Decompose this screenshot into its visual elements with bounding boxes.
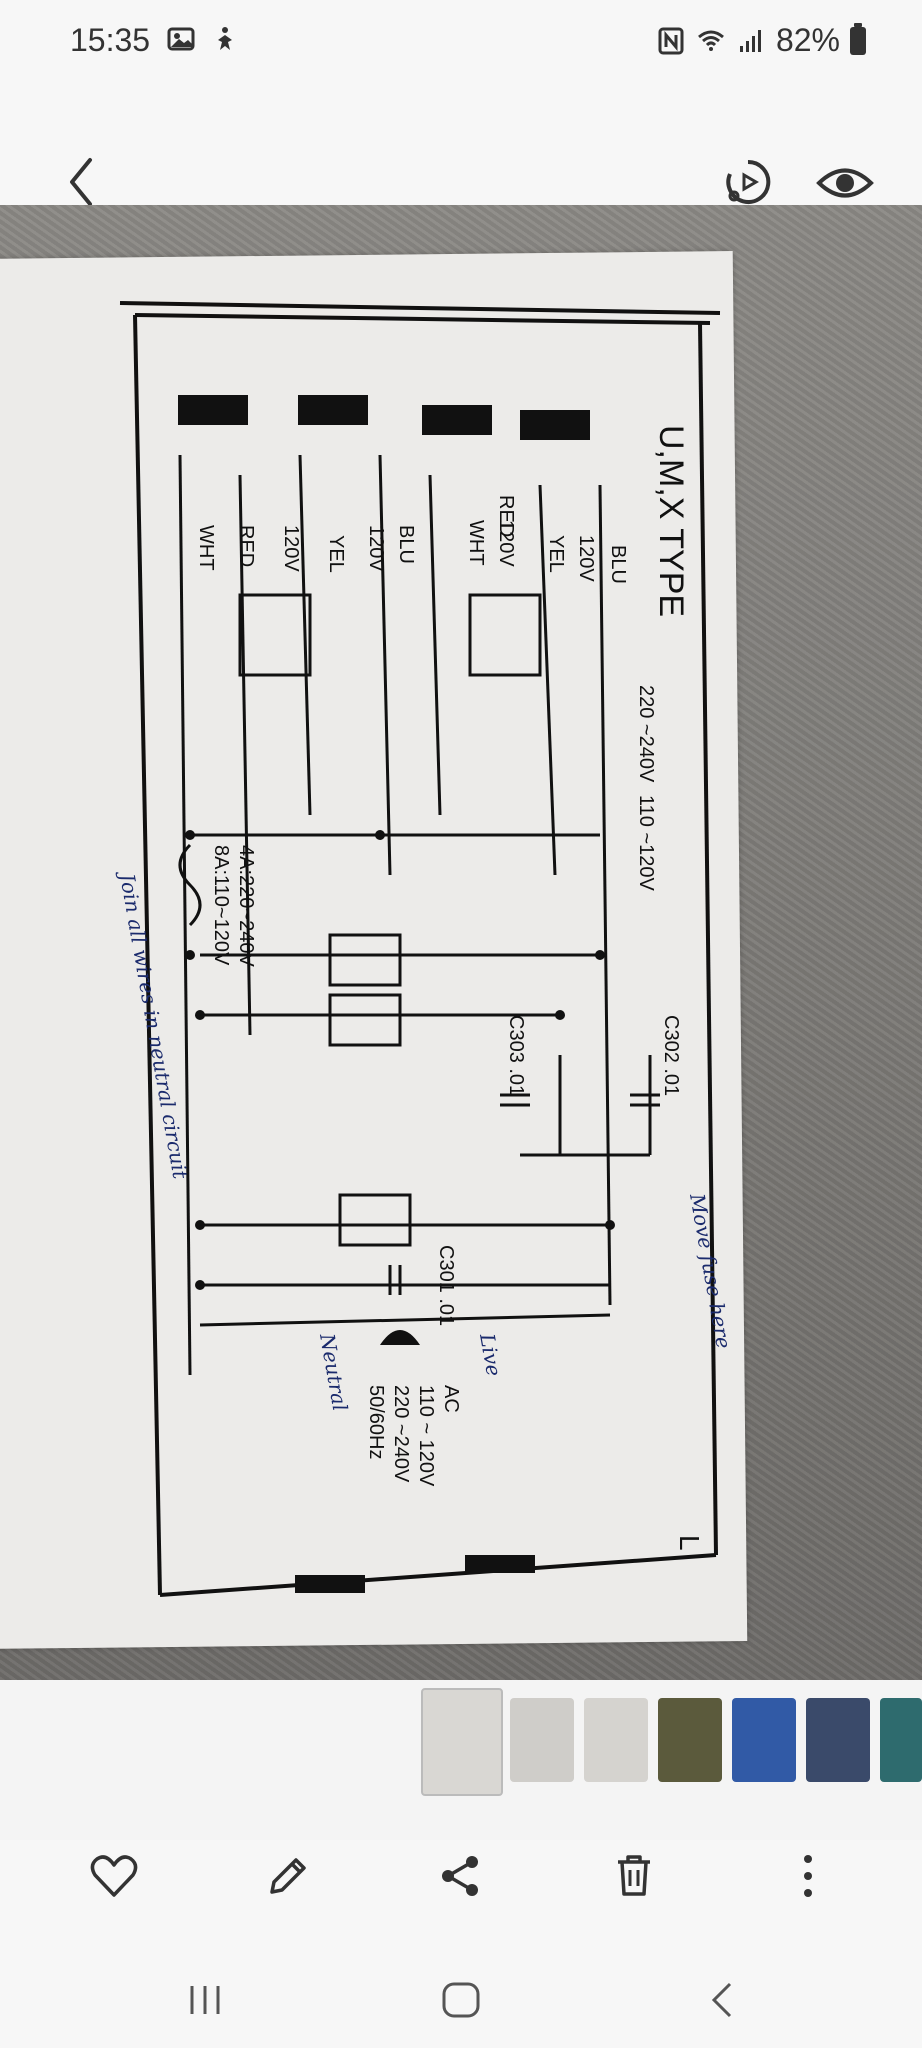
eye-icon[interactable] — [815, 158, 875, 208]
status-time: 15:35 — [70, 22, 151, 58]
ac-freq: 50/60Hz — [365, 1385, 387, 1460]
cap-c302: C302 .01 — [660, 1015, 682, 1096]
fuse-label-1: 4A:220~240V — [235, 845, 257, 967]
ar-emoji-icon[interactable] — [722, 156, 774, 208]
trash-icon — [618, 1855, 650, 1896]
label-120v-3: 120V — [365, 525, 387, 572]
wiring-schematic: U,M,X TYPE — [114, 301, 736, 1597]
note-join-wires: Join all wires in neutral circuit — [114, 868, 192, 1182]
label-120v-4: 120V — [280, 525, 302, 572]
ac-volt-1: 110 ~ 120V — [415, 1385, 437, 1487]
system-nav-bar — [0, 1940, 922, 2048]
label-wht-2: WHT — [195, 525, 217, 571]
signal-icon — [739, 29, 761, 52]
back-arrow-icon[interactable] — [58, 152, 106, 212]
label-red-1: RED — [495, 495, 517, 537]
back-icon[interactable] — [698, 1980, 748, 2020]
label-wht-1: WHT — [465, 520, 487, 566]
battery-percent: 82% — [775, 22, 840, 58]
label-yel-1: YEL — [545, 535, 567, 573]
note-neutral: Neutral — [315, 1331, 352, 1413]
note-live: Live — [475, 1331, 506, 1378]
nfc-icon — [658, 27, 684, 54]
delete-button[interactable] — [606, 1848, 662, 1904]
pencil-icon — [270, 1858, 306, 1894]
gallery-icon — [167, 27, 195, 51]
thumbnail[interactable] — [732, 1698, 796, 1782]
recent-apps-icon[interactable] — [180, 1980, 230, 2020]
ac-volt-2: 220 ~240V — [390, 1385, 412, 1483]
cap-c303: C303 .01 — [505, 1015, 527, 1096]
label-red-2: RED — [235, 525, 257, 567]
bottom-action-bar — [0, 1840, 922, 1930]
more-options-button[interactable] — [780, 1848, 836, 1904]
heart-icon — [90, 1855, 138, 1897]
status-bar: 15:35 82% — [0, 0, 922, 80]
label-blu-2: BLU — [395, 525, 417, 564]
note-move-fuse: Move fuse here — [685, 1191, 736, 1351]
thumbnail[interactable] — [510, 1698, 574, 1782]
share-button[interactable] — [432, 1848, 488, 1904]
corner-letter: L — [674, 1535, 705, 1551]
label-yel-2: YEL — [325, 535, 347, 573]
accessibility-icon — [218, 27, 232, 50]
more-icon — [804, 1855, 812, 1897]
label-120v-1: 120V — [575, 535, 597, 582]
wifi-icon — [697, 30, 724, 51]
top-action-bar — [0, 130, 922, 230]
fuse-label-2: 8A:110~120V — [210, 845, 232, 966]
thumbnail[interactable] — [584, 1698, 648, 1782]
schematic-title: U,M,X TYPE — [652, 425, 690, 617]
ac-label: AC — [440, 1385, 462, 1413]
thumbnail[interactable] — [658, 1698, 722, 1782]
favorite-button[interactable] — [86, 1848, 142, 1904]
battery-icon — [850, 22, 866, 55]
label-blu-1: BLU — [607, 545, 629, 584]
voltage-high: 220 ~240V — [635, 685, 657, 783]
thumbnail-strip[interactable] — [0, 1680, 922, 1840]
cap-c301: C301 .01 — [435, 1245, 457, 1326]
home-icon[interactable] — [436, 1980, 486, 2020]
label-120v-2: 120V — [495, 520, 517, 567]
thumbnail-selected[interactable] — [421, 1688, 503, 1796]
share-icon — [442, 1856, 478, 1896]
edit-button[interactable] — [260, 1848, 316, 1904]
photo-viewer[interactable]: U,M,X TYPE — [0, 205, 922, 1680]
thumbnail[interactable] — [880, 1698, 922, 1782]
thumbnail[interactable] — [806, 1698, 870, 1782]
voltage-low: 110 ~120V — [635, 795, 657, 891]
